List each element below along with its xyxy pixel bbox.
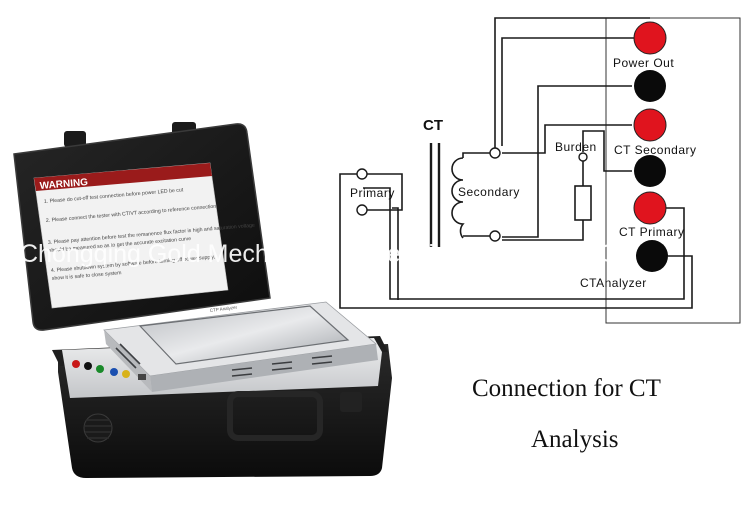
front-connectors bbox=[72, 360, 146, 380]
ct-primary-black-terminal bbox=[636, 240, 668, 272]
warning-header: WARNING bbox=[39, 177, 88, 192]
ct-primary-red-terminal bbox=[633, 191, 667, 225]
secondary-terminal-icon bbox=[489, 230, 501, 242]
ct-analyzer-label: CTAnalyzer bbox=[580, 276, 647, 290]
secondary-label: Secondary bbox=[458, 185, 520, 199]
primary-terminal-icon bbox=[356, 168, 368, 180]
warning-header-bar bbox=[34, 163, 212, 191]
primary-terminal-icon bbox=[356, 204, 368, 216]
primary-label: Primary bbox=[350, 186, 395, 200]
display-screen bbox=[138, 305, 350, 365]
vent-slots bbox=[115, 343, 333, 377]
terminal-yellow-icon bbox=[122, 370, 130, 378]
ct-label: CT bbox=[423, 117, 443, 134]
case-latch bbox=[340, 392, 362, 412]
terminal-blue-icon bbox=[110, 368, 118, 376]
lid-hinge bbox=[64, 131, 86, 147]
secondary-coil bbox=[451, 157, 465, 239]
display-housing-side bbox=[150, 344, 378, 392]
lid-rim bbox=[13, 123, 271, 331]
brand-label: CTP Analyzer bbox=[210, 305, 238, 313]
power-out-black-terminal bbox=[634, 70, 666, 102]
fan-grille bbox=[83, 413, 113, 443]
ct-primary-label: CT Primary bbox=[619, 225, 684, 239]
primary-loop bbox=[363, 173, 403, 211]
ct-secondary-red-terminal bbox=[633, 108, 667, 142]
power-out-red-terminal bbox=[633, 21, 667, 55]
warning-label-card bbox=[33, 162, 229, 309]
terminal-green-icon bbox=[96, 365, 104, 373]
warning-line: show it is safe to close system bbox=[52, 270, 122, 282]
terminal-black-icon bbox=[84, 362, 92, 370]
connection-diagram: Power Out CT Secondary CT Primary CTAnal… bbox=[339, 17, 741, 324]
warning-label: WARNING 1. Please do cut-off test connec… bbox=[33, 162, 255, 309]
terminal-red-icon bbox=[72, 360, 80, 368]
secondary-coil-leads bbox=[462, 152, 490, 237]
wires bbox=[339, 17, 693, 309]
ct-analyzer-device: WARNING 1. Please do cut-off test connec… bbox=[13, 122, 392, 478]
burden-terminal-icon bbox=[578, 152, 588, 162]
usb-port bbox=[138, 374, 146, 380]
case-handle bbox=[227, 391, 323, 441]
burden-resistor-icon bbox=[574, 185, 592, 221]
secondary-terminal-icon bbox=[489, 147, 501, 159]
ct-secondary-black-terminal bbox=[634, 155, 666, 187]
watermark: Chongqing Gold Mechanical & Electrical E… bbox=[20, 240, 638, 268]
burden-label: Burden bbox=[555, 140, 597, 154]
caption-line-2: Analysis bbox=[531, 426, 619, 453]
caption-line-1: Connection for CT bbox=[472, 375, 661, 402]
power-out-label: Power Out bbox=[613, 56, 674, 70]
ct-secondary-label: CT Secondary bbox=[614, 143, 696, 157]
display-module: CTP Analyzer bbox=[103, 301, 378, 392]
